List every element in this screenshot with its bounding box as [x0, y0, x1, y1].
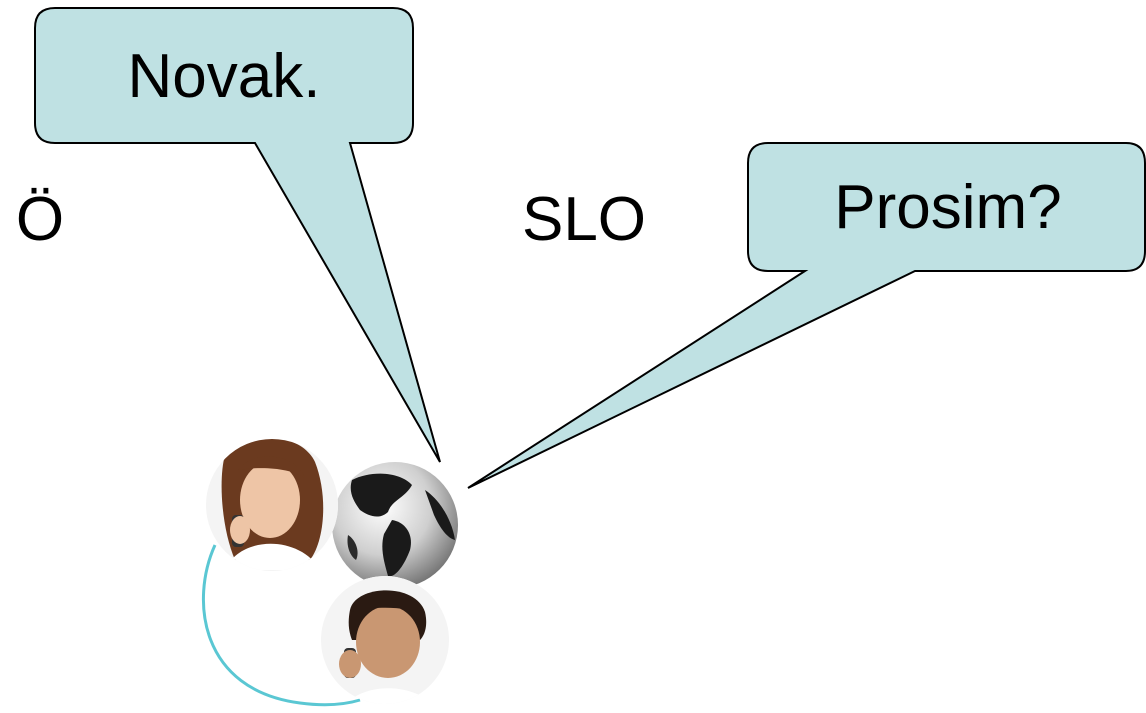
man-avatar	[321, 576, 449, 704]
country-label-left: Ö	[16, 185, 64, 254]
phone-call-globe-icon	[201, 439, 458, 707]
country-label-right: SLO	[522, 185, 646, 254]
speech-bubble-right-text: Prosim?	[834, 173, 1061, 242]
speech-bubble-left-text: Novak.	[128, 42, 321, 111]
connection-ring	[201, 544, 361, 707]
speech-bubble-right: Prosim?	[467, 142, 1146, 489]
globe-icon	[332, 462, 458, 588]
speech-bubble-left-shape	[34, 7, 441, 463]
speech-bubble-right-shape	[467, 142, 1146, 489]
woman-avatar	[206, 439, 338, 571]
speech-bubble-left: Novak.	[34, 7, 441, 463]
